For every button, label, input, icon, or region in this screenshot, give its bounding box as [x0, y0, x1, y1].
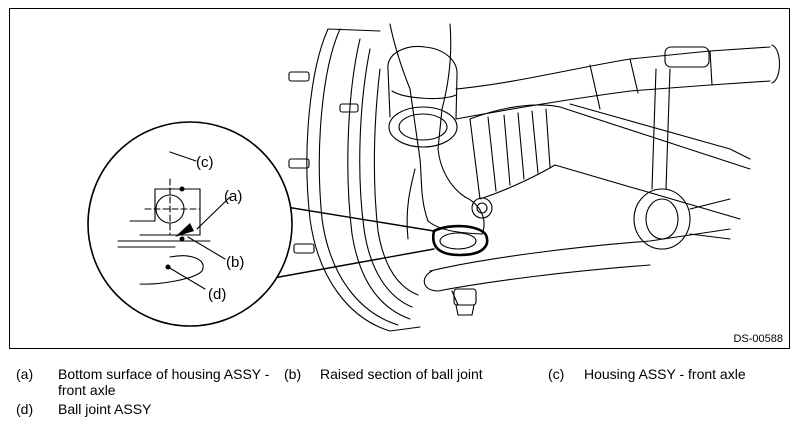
brake-disc	[306, 28, 421, 332]
drive-shaft-boot	[469, 104, 751, 220]
legend-key-c: (c)	[548, 366, 565, 382]
ball-joint-bolt	[453, 288, 477, 316]
legend-key-b: (b)	[284, 366, 302, 382]
callout-leaders	[167, 151, 231, 290]
axle-housing	[389, 23, 485, 240]
legend-text-c: Housing ASSY - front axle	[584, 366, 746, 382]
lower-ball-joint-highlight	[431, 224, 489, 257]
legend-key-d: (d)	[16, 401, 34, 417]
suspension-illustration: (c) (a) (b) (d)	[87, 23, 781, 332]
callout-a: (a)	[224, 188, 242, 205]
dot-b	[179, 236, 185, 242]
legend-text-a: Bottom surface of housing ASSY - front a…	[58, 366, 270, 398]
zoom-leader-lines	[267, 203, 435, 280]
upper-ball-joint	[387, 45, 458, 148]
zoom-detail	[117, 178, 211, 285]
callout-c: (c)	[196, 154, 214, 171]
upper-control-arm	[455, 44, 781, 160]
legend-text-d: Ball joint ASSY	[58, 401, 152, 417]
dot-c	[179, 186, 185, 192]
legend-key-a: (a)	[16, 366, 34, 382]
diagram-frame: (c) (a) (b) (d) DS-00588	[9, 8, 790, 349]
callout-d: (d)	[208, 286, 226, 303]
arrow-marker	[175, 223, 194, 237]
upper-nut	[471, 197, 493, 219]
callout-b: (b)	[226, 254, 244, 271]
figure-code: DS-00588	[733, 333, 783, 345]
lower-control-arm	[423, 228, 731, 306]
legend-text-b: Raised section of ball joint	[320, 366, 483, 382]
dot-d	[165, 264, 171, 270]
wheel-studs	[288, 71, 359, 254]
stabilizer-link	[633, 68, 731, 250]
